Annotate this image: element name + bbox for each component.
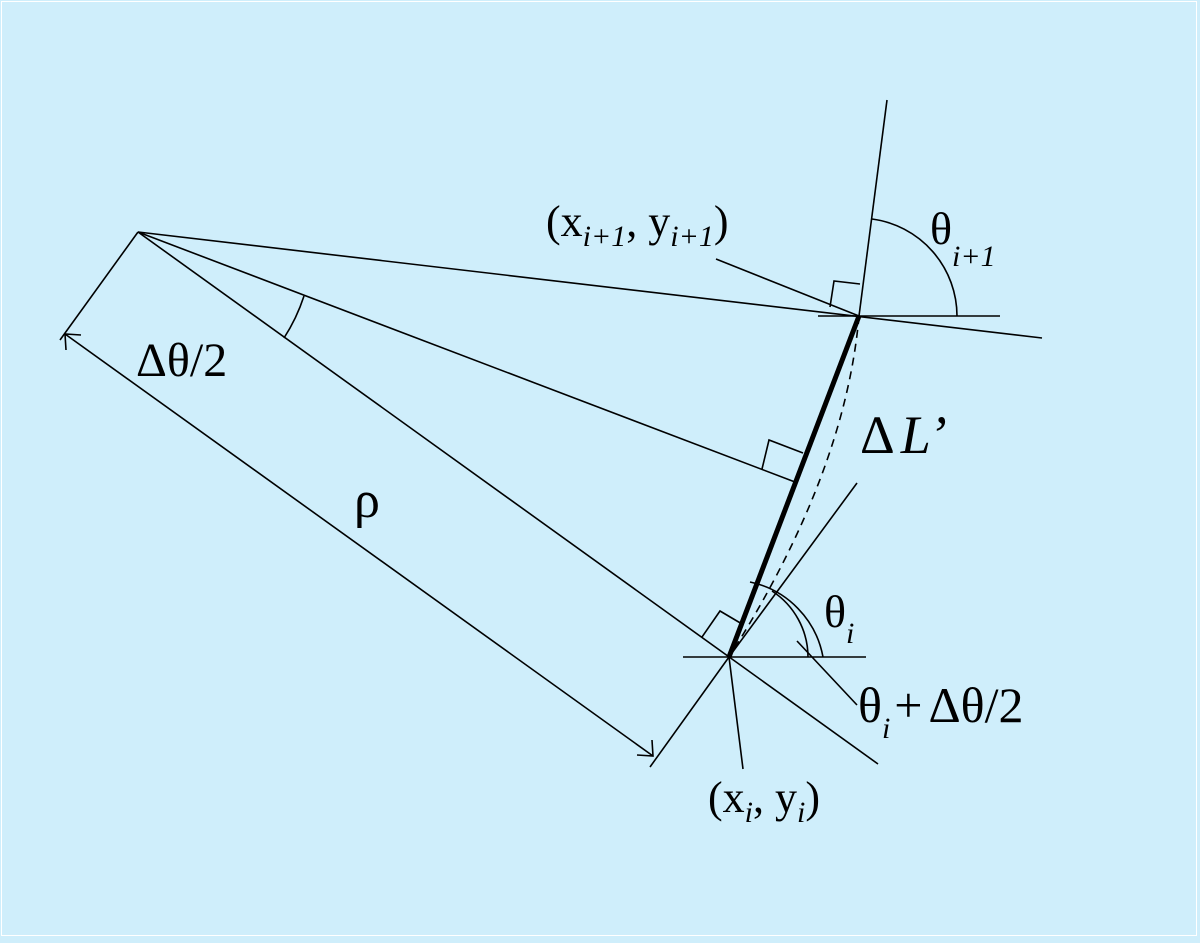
ray-to-lower-point xyxy=(137,231,879,765)
lower-point-label: (xi, yi) xyxy=(708,773,820,829)
theta-lower-plus-arc xyxy=(749,581,824,658)
half-angle-label: Δθ/2 xyxy=(136,334,227,387)
tangent-line-lower xyxy=(728,482,858,658)
upper-point-label: (xi+1, yi+1) xyxy=(546,197,729,253)
theta-lower-label: θi xyxy=(824,586,854,650)
right-angle-mark-middle xyxy=(761,438,804,470)
theta-upper-label: θi+1 xyxy=(930,203,996,273)
ray-to-upper-point xyxy=(137,231,1043,339)
rho-dimension-line xyxy=(64,333,654,757)
ray-perpendicular-chord xyxy=(137,231,796,483)
leader-theta-plus xyxy=(796,640,858,706)
dashed-arc xyxy=(728,315,860,658)
theta-upper-arc xyxy=(871,218,958,317)
right-angle-mark-lower xyxy=(701,609,743,638)
normal-line-upper xyxy=(858,99,888,317)
rho-extension-bottom xyxy=(649,656,730,768)
rho-arrowhead-bottom xyxy=(636,739,654,757)
theta-lower-plus-label: θi+Δθ/2 xyxy=(858,677,1024,745)
half-angle-arc xyxy=(283,295,305,339)
right-angle-mark-upper xyxy=(829,280,861,308)
theta-lower-arc xyxy=(771,590,809,658)
rho-label: ρ xyxy=(354,472,380,529)
label-leader-upper xyxy=(715,258,860,317)
chord-delta-L xyxy=(726,315,862,658)
label-leader-lower xyxy=(728,656,744,770)
rho-arrowhead-top xyxy=(64,333,82,351)
rho-extension-top xyxy=(59,231,139,341)
